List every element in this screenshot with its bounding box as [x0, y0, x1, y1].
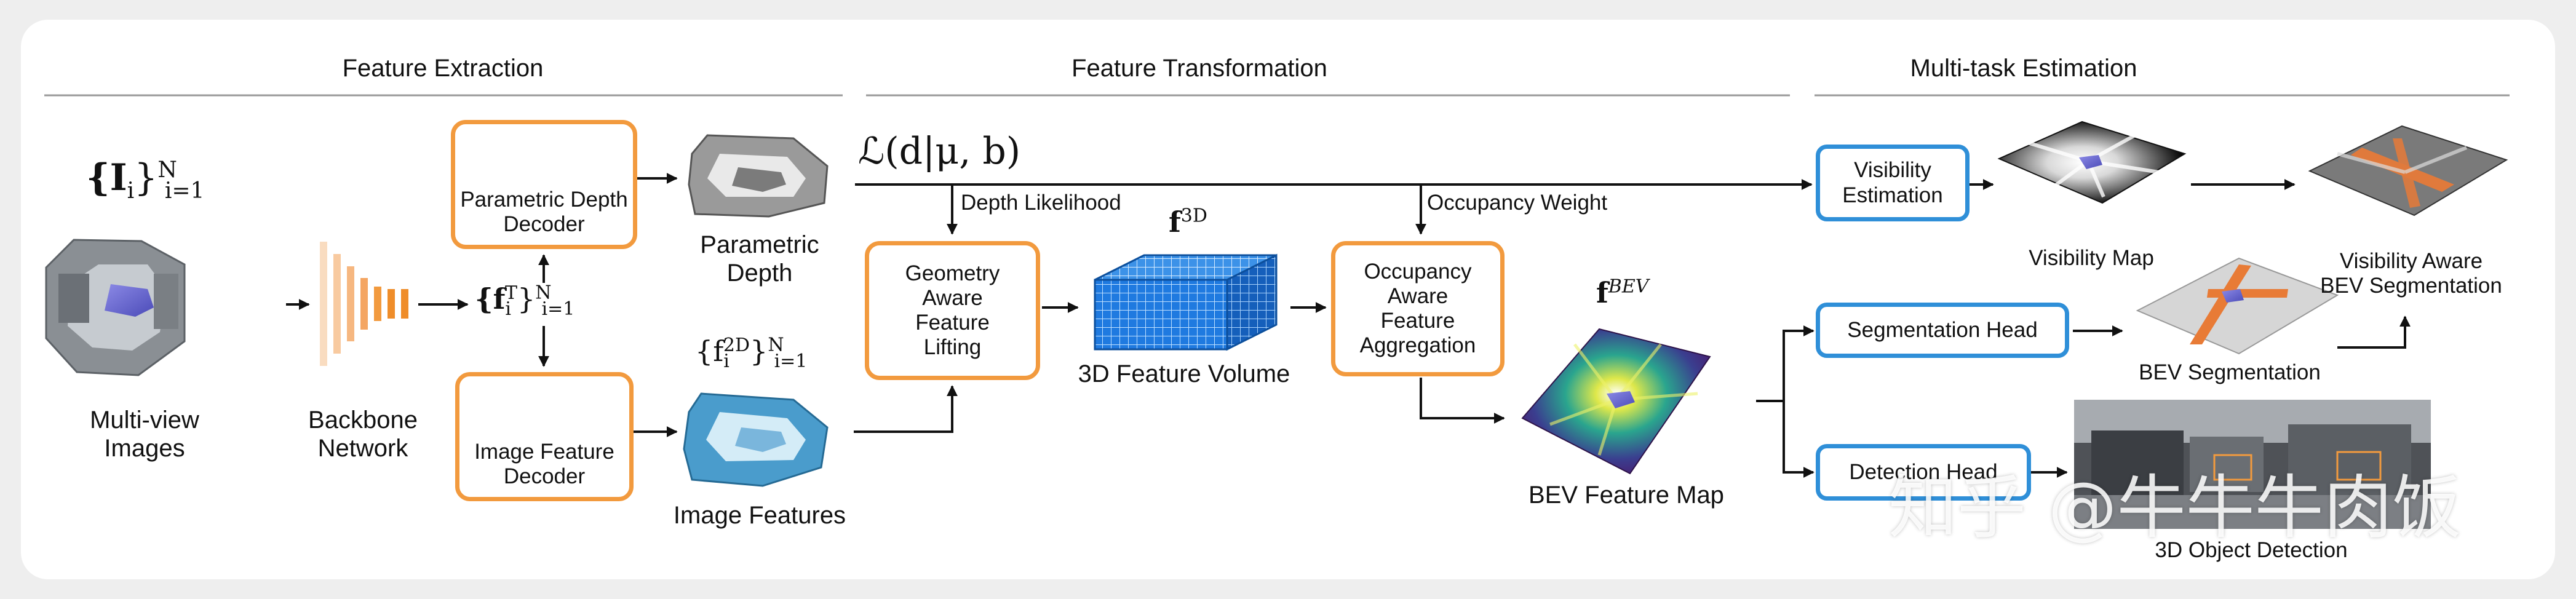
image-features-label: Image Features	[673, 502, 846, 529]
visibility-map-illustration	[1997, 121, 2187, 204]
bev-feature-map-illustration	[1521, 328, 1711, 475]
image-features-set-symbol: {fi2D}Ni=1	[695, 334, 808, 373]
visibility-aware-segmentation-illustration	[2308, 125, 2508, 216]
occupancy-weight-label: Occupancy Weight	[1427, 191, 1608, 215]
parametric-depth-illustration	[688, 134, 829, 218]
3d-object-detection-illustration	[2074, 400, 2431, 529]
bev-feature-map-label: BEV Feature Map	[1529, 482, 1724, 509]
segmentation-head-box: Segmentation Head	[1816, 303, 2069, 358]
detection-head-box: Detection Head	[1816, 444, 2031, 501]
backbone-illustration	[320, 242, 408, 366]
features-set-symbol: {fiT}Ni=1	[475, 282, 575, 320]
3d-feature-volume-illustration	[1094, 253, 1278, 351]
likelihood-expression: ℒ(d|μ, b)	[858, 130, 1021, 173]
bev-segmentation-illustration	[2136, 257, 2339, 355]
section-title-multitask-estimation: Multi-task Estimation	[1910, 55, 2137, 82]
multiview-images-illustration	[45, 239, 186, 376]
section-title-feature-transformation: Feature Transformation	[1071, 55, 1327, 82]
visibility-map-label: Visibility Map	[2029, 246, 2154, 270]
bev-segmentation-label: BEV Segmentation	[2139, 360, 2321, 384]
images-set-symbol: {Ii}Ni=1	[86, 156, 205, 204]
image-features-illustration	[683, 392, 829, 487]
watermark-text: 知乎 @牛牛牛肉饭	[1888, 468, 2462, 548]
bev-symbol: fBEV	[1596, 276, 1649, 309]
depth-likelihood-label: Depth Likelihood	[961, 191, 1121, 215]
3d-object-detection-label: 3D Object Detection	[2155, 538, 2348, 562]
volume-symbol: f3D	[1169, 205, 1207, 239]
3d-feature-volume-label: 3D Feature Volume	[1078, 360, 1290, 387]
